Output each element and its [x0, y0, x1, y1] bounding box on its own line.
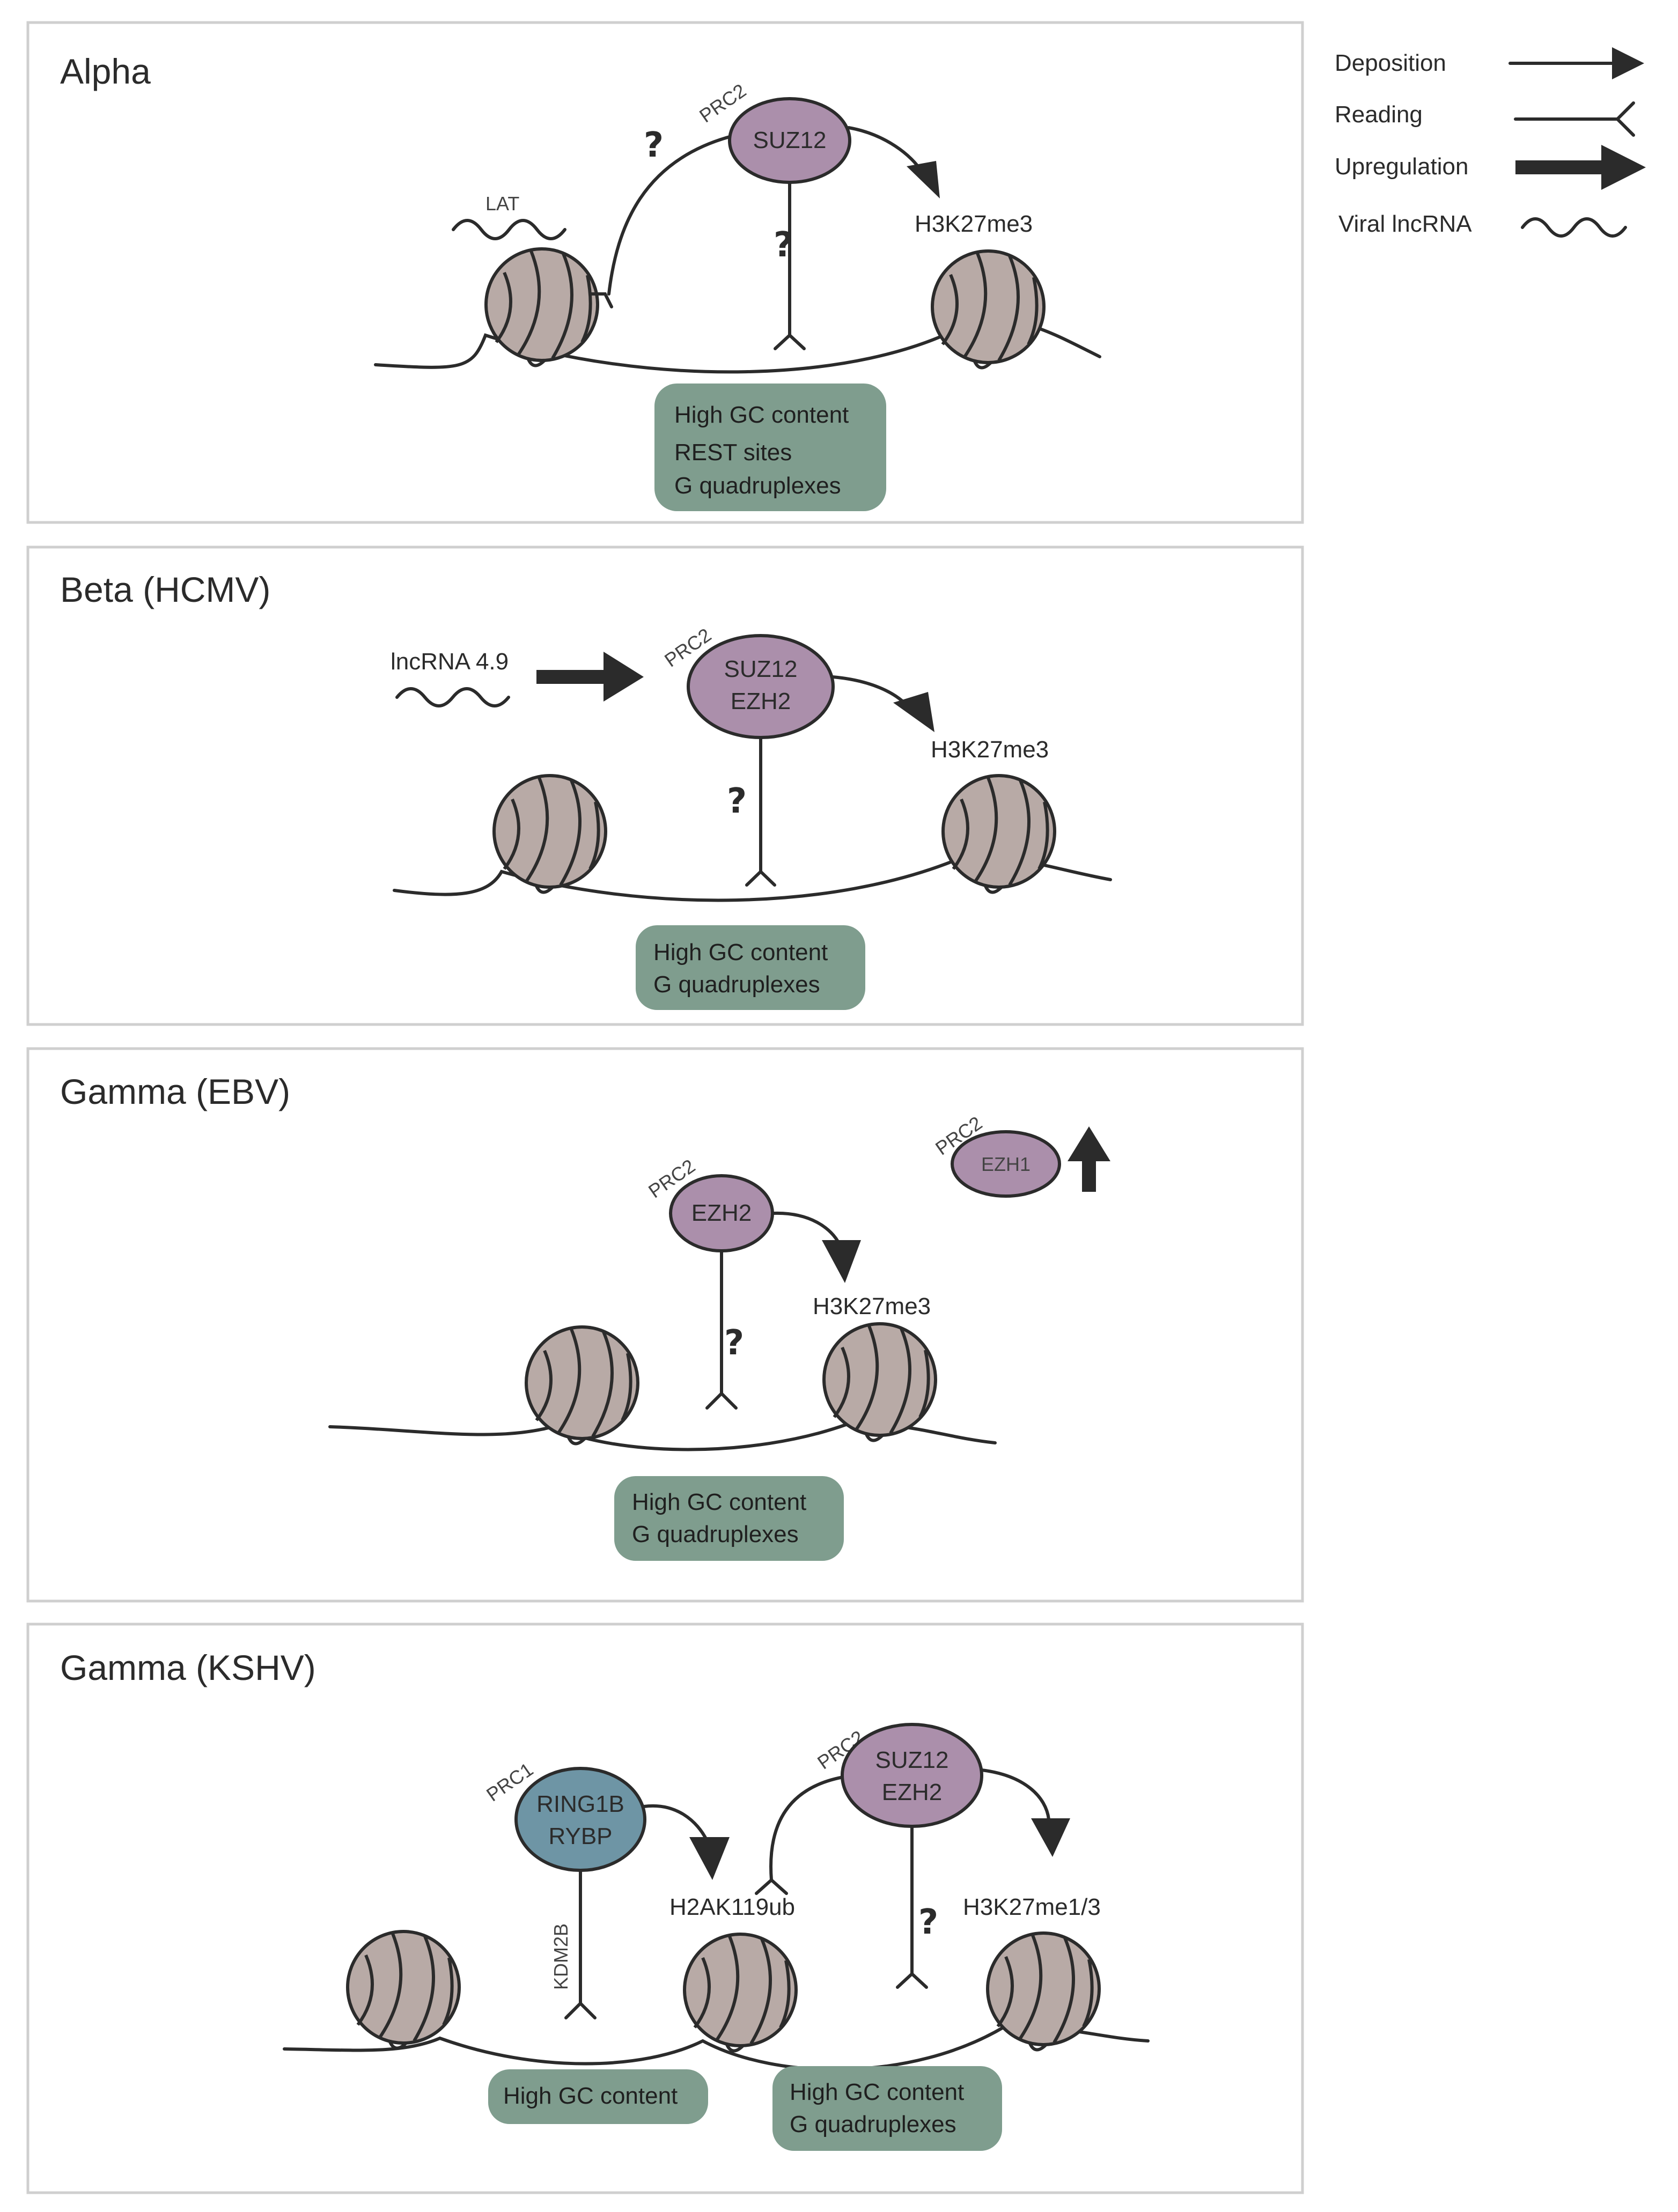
- panel-beta-title: Beta (HCMV): [60, 570, 270, 609]
- upregulation-up-arrow-icon: [1068, 1126, 1110, 1192]
- gc-box-line: High GC content: [653, 939, 828, 965]
- arrowhead-icon: [1031, 1818, 1070, 1857]
- gc-box-line: REST sites: [674, 439, 792, 466]
- panel-gamma-ebv-title: Gamma (EBV): [60, 1072, 290, 1111]
- legend-deposition-label: Deposition: [1335, 50, 1446, 76]
- lncrna-wave-icon: [395, 687, 510, 707]
- lncrna-wave-icon: [1521, 217, 1627, 238]
- question-mark: ?: [727, 781, 747, 821]
- gc-content-box: [654, 384, 886, 511]
- arrowhead-icon: [604, 652, 644, 702]
- kdm2b-label: KDM2B: [550, 1923, 572, 1990]
- ezh2-label: EZH2: [882, 1779, 942, 1805]
- ezh2-label: EZH2: [731, 688, 791, 714]
- h3k27me3-label: H3K27me3: [931, 736, 1049, 763]
- question-mark: ?: [644, 126, 664, 165]
- gc-box-line: High GC content: [503, 2083, 678, 2109]
- arrowhead-icon: [907, 161, 940, 198]
- gc-content-box: [614, 1476, 844, 1561]
- legend-upregulation-label: Upregulation: [1335, 153, 1469, 180]
- deposition-arrow-icon: [1508, 47, 1644, 79]
- reading-fork-icon: [564, 2001, 597, 2019]
- gc-content-box: [636, 925, 865, 1010]
- arrowhead-icon: [822, 1240, 861, 1283]
- reading-arc: [607, 135, 731, 296]
- lncrna-wave-icon: [452, 219, 566, 240]
- ring1b-label: RING1B: [536, 1791, 624, 1817]
- reading-arc: [769, 1775, 848, 1882]
- gc-box-line: G quadruplexes: [632, 1521, 799, 1547]
- suz12-label: SUZ12: [875, 1747, 949, 1773]
- reading-fork-icon: [745, 869, 776, 887]
- gc-content-box: [488, 2069, 708, 2124]
- deposition-arrow: [642, 1804, 709, 1842]
- reading-fork-icon: [755, 1877, 788, 1895]
- deposition-arrow: [980, 1768, 1050, 1821]
- gc-box-line: G quadruplexes: [790, 2111, 956, 2137]
- h3k27me3-label: H3K27me3: [813, 1293, 931, 1319]
- panel-gamma-ebv: Gamma (EBV) PRC2 EZH2 ? H3K27me3 PRC2 EZ…: [26, 1047, 1304, 1603]
- lncrna-4-9-label: lncRNA 4.9: [391, 648, 509, 675]
- prc2-complex: [687, 634, 835, 739]
- prc2-complex: [951, 1130, 1061, 1198]
- gc-box-line: High GC content: [674, 402, 849, 428]
- prc2-complex: [841, 1723, 983, 1828]
- legend-reading-label: Reading: [1335, 101, 1423, 128]
- suz12-label: SUZ12: [724, 656, 798, 682]
- reading-fork-icon: [705, 1391, 738, 1410]
- ezh1-label: EZH1: [981, 1153, 1031, 1175]
- gc-box-line: High GC content: [790, 2079, 964, 2105]
- reading-fork-icon: [1514, 101, 1635, 137]
- panel-beta: Beta (HCMV) lncRNA 4.9 PRC2 SUZ12 EZH2 ?…: [26, 545, 1304, 1026]
- reading-fork-icon: [588, 292, 613, 308]
- rybp-label: RYBP: [548, 1823, 612, 1849]
- suz12-label: SUZ12: [753, 127, 827, 153]
- upregulation-arrow-icon: [1515, 145, 1646, 190]
- panel-alpha: Alpha LAT ? PRC2 SUZ12 ? H3K27me3 High G…: [26, 21, 1304, 524]
- arrowhead-icon: [689, 1837, 730, 1880]
- h3k27me1-3-label: H3K27me1/3: [963, 1894, 1101, 1920]
- question-mark: ?: [918, 1903, 938, 1942]
- gc-box-line: G quadruplexes: [674, 473, 841, 499]
- panel-alpha-title: Alpha: [60, 51, 151, 91]
- deposition-arrow: [772, 1211, 841, 1246]
- question-mark: ?: [774, 225, 793, 265]
- h2ak119ub-label: H2AK119ub: [669, 1894, 795, 1920]
- legend-viral-lncrna-label: Viral lncRNA: [1338, 211, 1472, 237]
- prc1-complex: [514, 1767, 646, 1872]
- gc-box-line: High GC content: [632, 1489, 806, 1515]
- reading-fork-icon: [896, 1971, 928, 1989]
- panel-gamma-kshv: Gamma (KSHV) PRC1 RING1B RYBP KDM2B H2AK…: [26, 1623, 1304, 2194]
- gc-content-box: [772, 2066, 1002, 2151]
- question-mark: ?: [724, 1323, 744, 1363]
- reading-fork-icon: [774, 333, 806, 350]
- arrowhead-icon: [893, 692, 934, 732]
- ezh2-label: EZH2: [691, 1200, 752, 1226]
- h3k27me3-label: H3K27me3: [915, 211, 1033, 237]
- lat-label: LAT: [485, 193, 519, 215]
- panel-gamma-kshv-title: Gamma (KSHV): [60, 1648, 316, 1687]
- legend: Deposition Reading Upregulation Viral ln…: [1335, 47, 1646, 238]
- gc-box-line: G quadruplexes: [653, 971, 820, 998]
